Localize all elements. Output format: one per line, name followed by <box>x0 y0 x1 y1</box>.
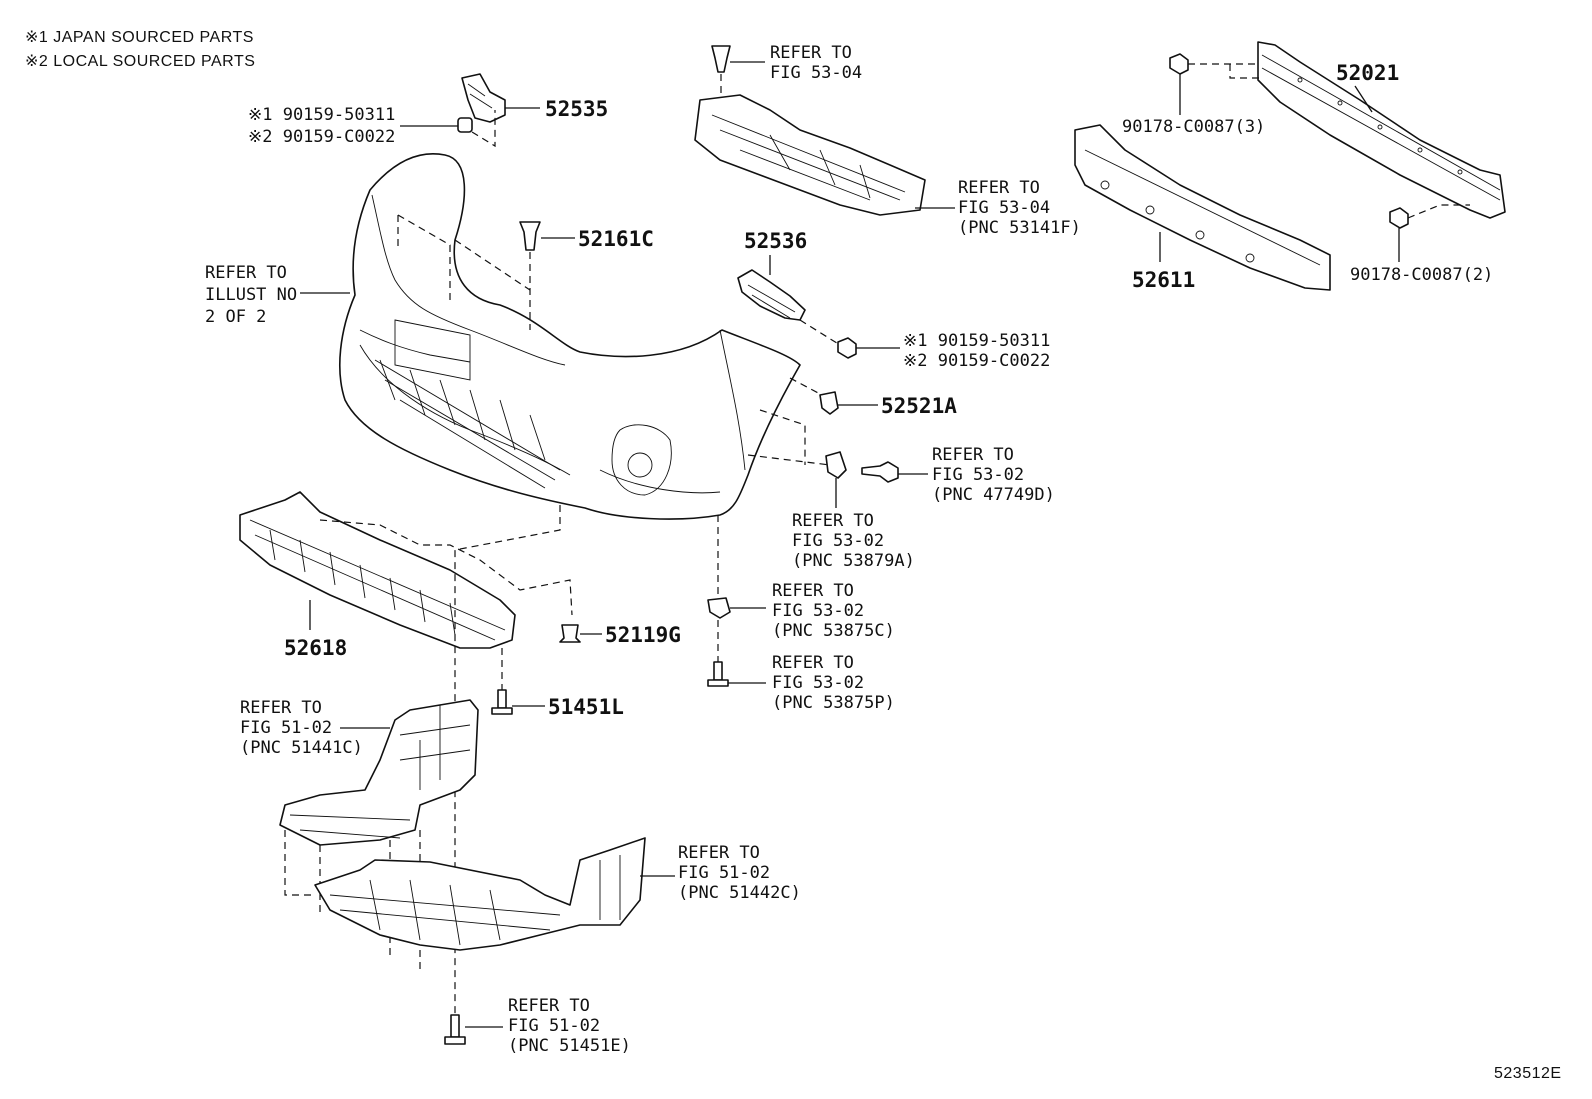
label-52611: 52611 <box>1132 268 1195 292</box>
label-fig5302-53875P-refer: REFER TO <box>772 653 854 673</box>
label-fig5102-51442-pnc: (PNC 51442C) <box>678 883 801 903</box>
label-fig5304-b-pnc: (PNC 53141F) <box>958 218 1081 238</box>
label-fig5304-a-fig: FIG 53-04 <box>770 63 862 83</box>
bolt-51451E[interactable] <box>444 1014 466 1045</box>
label-fig5302-53875C-fig: FIG 53-02 <box>772 601 864 621</box>
bolt-51451L[interactable] <box>491 689 513 715</box>
label-fig5102-51442-refer: REFER TO <box>678 843 760 863</box>
diagram-id: 523512E <box>1494 1065 1562 1082</box>
bulb-47749D[interactable] <box>861 461 899 483</box>
label-52021: 52021 <box>1336 61 1399 85</box>
label-fig5304-b-fig: FIG 53-04 <box>958 198 1050 218</box>
label-52536-clip-japan: ※1 90159-50311 <box>903 331 1050 351</box>
label-90178-3: 90178-C0087(3) <box>1122 117 1265 137</box>
label-fig5302-53879-fig: FIG 53-02 <box>792 531 884 551</box>
label-52535: 52535 <box>545 97 608 121</box>
under-cover-51442C[interactable] <box>314 837 646 951</box>
absorber-52611[interactable] <box>1074 124 1331 291</box>
label-52161C: 52161C <box>578 227 654 251</box>
label-fig5102-51451E-pnc: (PNC 51451E) <box>508 1036 631 1056</box>
label-fig5102-51441-refer: REFER TO <box>240 698 322 718</box>
reinforcement-52021[interactable] <box>1257 41 1506 219</box>
label-illust-page: 2 OF 2 <box>205 307 266 327</box>
label-fig5302-53879-refer: REFER TO <box>792 511 874 531</box>
label-52119G: 52119G <box>605 623 681 647</box>
retainer-52521A[interactable] <box>819 391 839 415</box>
under-cover-51441C[interactable] <box>279 699 479 846</box>
label-fig5302-53875P-pnc: (PNC 53875P) <box>772 693 895 713</box>
clip-53875C[interactable] <box>707 597 731 619</box>
note-local-sourced: ※2 LOCAL SOURCED PARTS <box>25 53 255 70</box>
label-fig5102-51451E-fig: FIG 51-02 <box>508 1016 600 1036</box>
label-fig5102-51441-pnc: (PNC 51441C) <box>240 738 363 758</box>
label-fig5302-53875C-pnc: (PNC 53875C) <box>772 621 895 641</box>
under-cover-52618[interactable] <box>239 491 516 649</box>
label-fig5302-47749-fig: FIG 53-02 <box>932 465 1024 485</box>
note-japan-sourced: ※1 JAPAN SOURCED PARTS <box>25 29 254 46</box>
bumper-cover[interactable] <box>339 153 801 520</box>
clip-90159-lower[interactable] <box>837 337 857 359</box>
clip-52119G[interactable] <box>559 624 581 643</box>
label-51451L: 51451L <box>548 695 624 719</box>
label-52618: 52618 <box>284 636 347 660</box>
label-fig5304-b-refer: REFER TO <box>958 178 1040 198</box>
nut-90178-upper[interactable] <box>1169 53 1189 75</box>
label-fig5102-51451E-refer: REFER TO <box>508 996 590 1016</box>
label-52536: 52536 <box>744 229 807 253</box>
label-fig5302-47749-refer: REFER TO <box>932 445 1014 465</box>
upper-seal-53141F[interactable] <box>694 94 926 216</box>
label-52535-clip-japan: ※1 90159-50311 <box>248 105 395 125</box>
bracket-52536[interactable] <box>737 269 806 321</box>
label-fig5302-53879-pnc: (PNC 53879A) <box>792 551 915 571</box>
label-fig5302-53875P-fig: FIG 53-02 <box>772 673 864 693</box>
label-fig5302-47749-pnc: (PNC 47749D) <box>932 485 1055 505</box>
label-52536-clip-local: ※2 90159-C0022 <box>903 351 1050 371</box>
label-fig5102-51442-fig: FIG 51-02 <box>678 863 770 883</box>
bracket-53879A[interactable] <box>825 451 847 479</box>
label-52535-clip-local: ※2 90159-C0022 <box>248 127 395 147</box>
screw-53875P[interactable] <box>707 661 729 687</box>
clip-fig5304-top[interactable] <box>711 45 731 73</box>
nut-90178-lower[interactable] <box>1389 207 1409 229</box>
label-fig5304-a-refer: REFER TO <box>770 43 852 63</box>
clip-52161C[interactable] <box>519 221 541 251</box>
label-fig5302-53875C-refer: REFER TO <box>772 581 854 601</box>
label-52521A: 52521A <box>881 394 957 418</box>
bracket-52535[interactable] <box>461 73 506 123</box>
label-90178-2: 90178-C0087(2) <box>1350 265 1493 285</box>
label-illust-refer: REFER TO <box>205 263 287 283</box>
clip-90159-upper[interactable] <box>457 117 473 133</box>
label-illust-no: ILLUST NO <box>205 285 297 305</box>
label-fig5102-51441-fig: FIG 51-02 <box>240 718 332 738</box>
